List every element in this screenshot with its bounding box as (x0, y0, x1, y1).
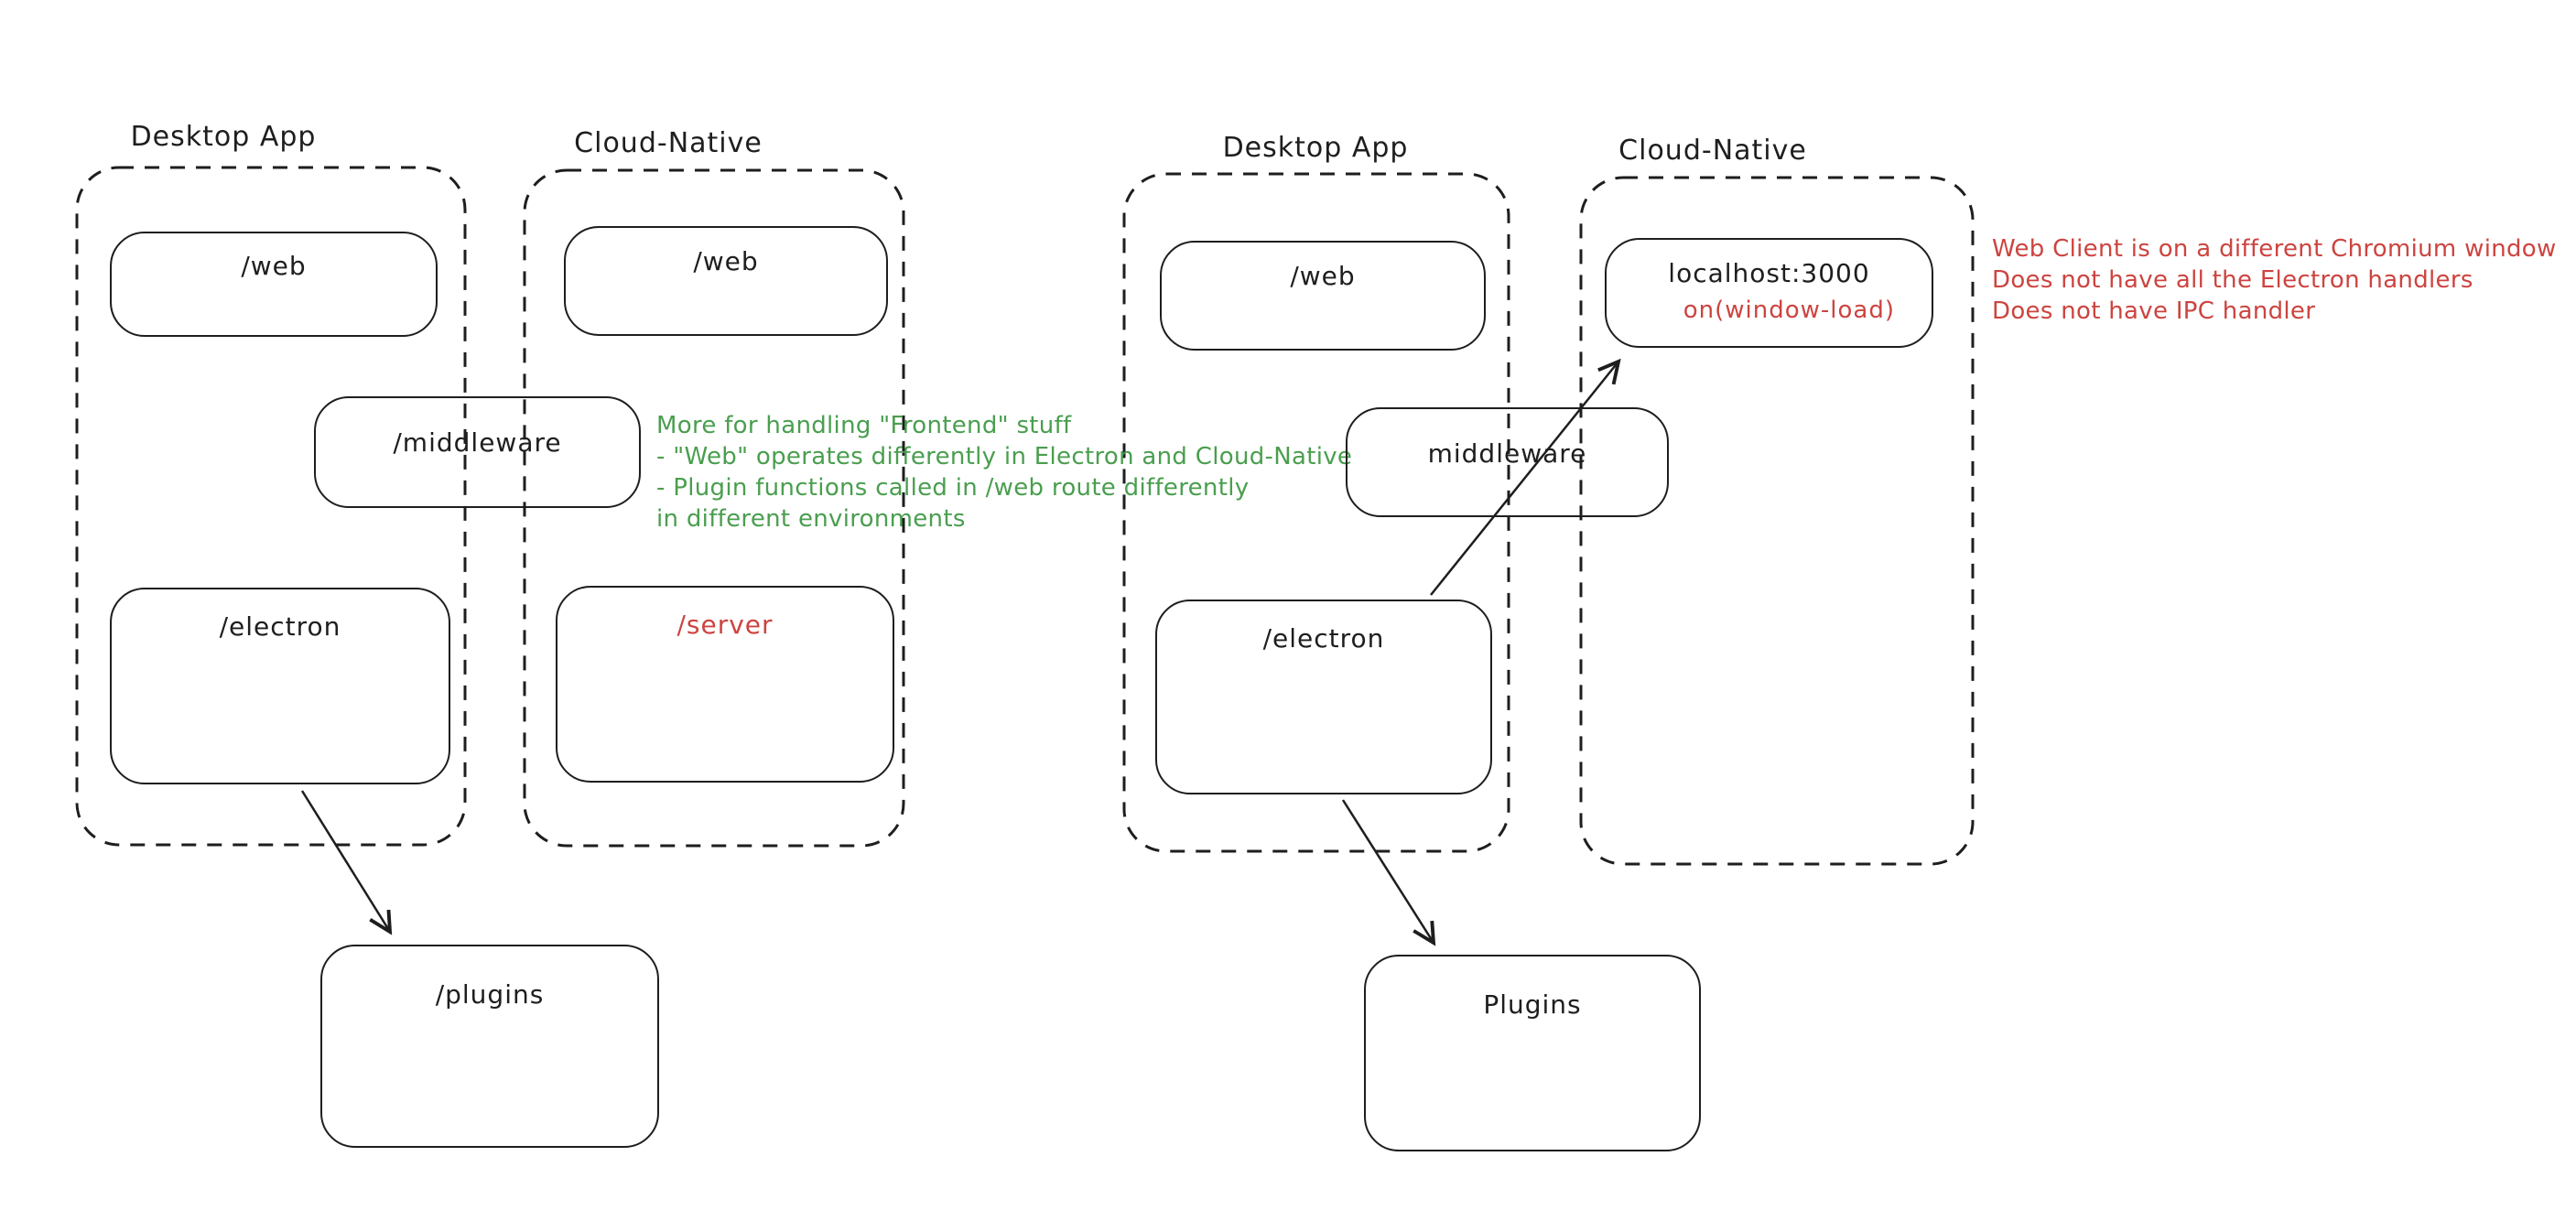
node-sublabel-window-load: on(window-load) (1683, 297, 1895, 324)
red-annotation-line: Does not have all the Electron handlers (1992, 266, 2473, 294)
green-annotation-line: - Plugin functions called in /web route … (656, 474, 1250, 502)
node-label: middleware (1427, 438, 1587, 469)
node-server-left: /server (556, 586, 894, 783)
node-localhost-3000: localhost:3000 on(window-load) (1605, 238, 1933, 348)
node-label: /web (693, 246, 759, 276)
node-label: Plugins (1483, 989, 1582, 1020)
green-annotation-line: - "Web" operates differently in Electron… (656, 443, 1353, 470)
red-annotation: Web Client is on a different Chromium wi… (1992, 233, 2557, 327)
node-electron-left: /electron (110, 588, 450, 784)
group-label-desktop-app-left: Desktop App (130, 121, 317, 153)
node-label: /web (1290, 261, 1356, 291)
node-middleware-right: middleware (1346, 407, 1669, 517)
red-annotation-line: Does not have IPC handler (1992, 297, 2316, 325)
node-web-desktop-left: /web (110, 232, 438, 337)
node-label: /electron (219, 611, 341, 642)
node-plugins-right: Plugins (1364, 955, 1701, 1151)
arrow-electron-to-plugins-right (1341, 799, 1436, 946)
node-electron-right: /electron (1155, 600, 1492, 794)
node-web-desktop-right: /web (1160, 241, 1486, 351)
arrow-electron-to-plugins-left (300, 790, 393, 935)
node-label: /plugins (435, 979, 545, 1010)
green-annotation: More for handling "Frontend" stuff - "We… (656, 410, 1352, 535)
group-label-cloud-native-right: Cloud-Native (1618, 135, 1807, 167)
node-label: /electron (1262, 623, 1385, 654)
group-label-desktop-app-right: Desktop App (1222, 132, 1409, 164)
node-web-cloud-left: /web (564, 226, 888, 336)
green-annotation-line: in different environments (656, 505, 966, 533)
node-label: /server (676, 610, 774, 640)
node-label: /middleware (393, 427, 562, 458)
node-middleware-left: /middleware (314, 396, 641, 508)
red-annotation-line: Web Client is on a different Chromium wi… (1992, 235, 2557, 263)
node-plugins-left: /plugins (320, 945, 659, 1148)
node-label: /web (241, 251, 307, 281)
node-label: localhost:3000 (1668, 258, 1870, 288)
group-label-cloud-native-left: Cloud-Native (574, 127, 763, 159)
green-annotation-line: More for handling "Frontend" stuff (656, 412, 1072, 439)
